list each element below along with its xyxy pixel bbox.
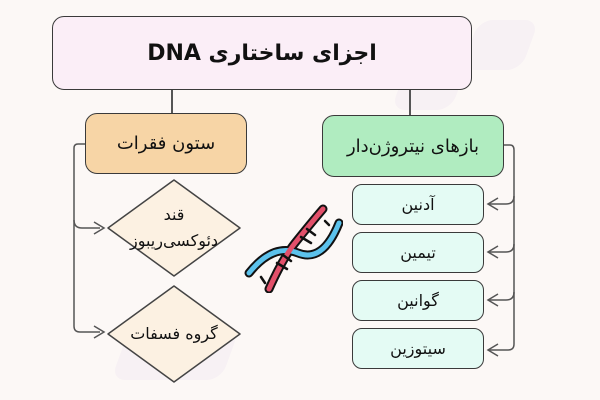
diagram-title: اجزای ساختاری DNA: [147, 40, 377, 66]
sugar-label-2: دئوکسی‌ریبوز: [129, 231, 219, 250]
backbone-label: ستون فقرات: [116, 133, 216, 154]
phosphate-diamond: گروه فسفات: [104, 284, 244, 384]
connector-title-backbone: [171, 90, 173, 113]
base-label: سیتوزین: [390, 339, 446, 358]
base-label: آدنین: [401, 195, 435, 214]
dna-helix-icon: [244, 204, 343, 293]
sugar-diamond: قند دئوکسی‌ریبوز: [104, 178, 244, 278]
base-thymine: تیمین: [352, 232, 484, 273]
phosphate-label: گروه فسفات: [130, 324, 218, 344]
diagram-title-box: اجزای ساختاری DNA: [52, 16, 472, 90]
watermark-shape: [460, 20, 540, 70]
base-label: تیمین: [400, 243, 436, 262]
base-guanine: گوانین: [352, 280, 484, 321]
bases-label: بازهای نیتروژن‌دار: [346, 135, 480, 157]
base-adenine: آدنین: [352, 184, 484, 225]
connector-title-bases: [409, 90, 411, 115]
bases-connectors: [486, 144, 515, 357]
nitrogen-bases-box: بازهای نیتروژن‌دار: [322, 115, 504, 177]
backbone-box: ستون فقرات: [85, 113, 247, 174]
backbone-connectors: [73, 143, 106, 339]
sugar-label-1: قند: [163, 205, 185, 225]
base-cytosine: سیتوزین: [352, 328, 484, 369]
base-label: گوانین: [397, 291, 439, 310]
